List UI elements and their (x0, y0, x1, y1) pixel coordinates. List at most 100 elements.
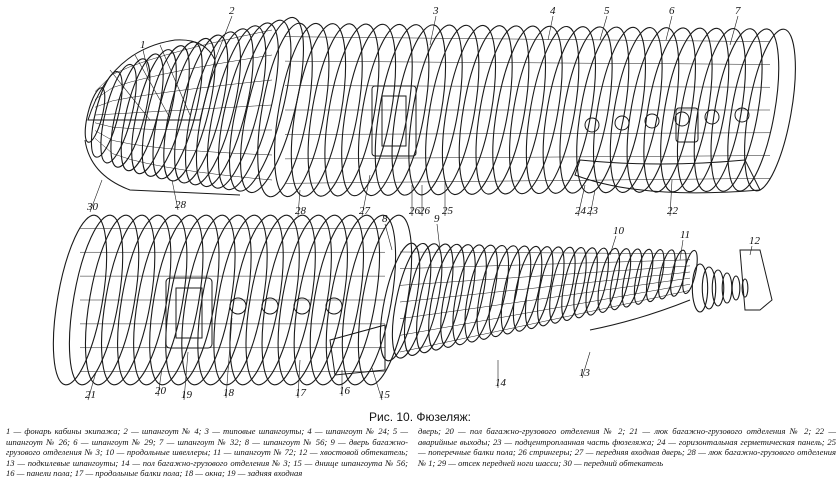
callout-leader (581, 351, 591, 379)
fuselage-frame (621, 248, 643, 308)
fuselage-frame (100, 63, 137, 164)
cockpit-canopy (87, 39, 216, 121)
fuselage-frame (576, 26, 630, 194)
fuselage-frame (512, 245, 543, 332)
fuselage-frame (458, 25, 513, 195)
callout-label-top-right: 7 (735, 5, 741, 17)
callout-leader (371, 367, 383, 401)
window (229, 297, 247, 315)
fuselage-stringer (94, 79, 273, 108)
callout-leader (225, 317, 233, 399)
fuselage-stringer (284, 178, 771, 184)
callout-leader (87, 371, 97, 401)
fuselage-frame (391, 242, 432, 359)
fuselage-stringer (399, 277, 691, 319)
nose-lower-line (84, 139, 241, 196)
rear-entry-door-window (175, 287, 203, 339)
callout-leader (384, 223, 393, 251)
fuselage-frame (206, 25, 267, 189)
callout-leader (214, 15, 233, 61)
fuselage-frame (290, 23, 347, 197)
fuselage-frame (633, 248, 654, 305)
emergency-exit (675, 107, 699, 143)
callout-label-top-right: 4 (550, 5, 556, 17)
callout-leader (183, 351, 189, 401)
callout-leader (669, 179, 673, 217)
fuselage-stringer (94, 54, 273, 100)
legend-left-column: 1 — фонарь кабины экипажа; 2 — шпангоут … (6, 426, 408, 479)
tail-fairing-frame (691, 263, 709, 313)
callout-label-bottom: 15 (379, 389, 391, 401)
fuselage-frame (597, 247, 621, 313)
callout-leader (589, 189, 596, 217)
frame-56-bottom (329, 324, 386, 376)
fuselage-frame (228, 19, 292, 192)
callout-label-top-right-bottom: 24 (575, 205, 587, 217)
fuselage-frame (660, 27, 713, 193)
callout-leader (599, 15, 608, 41)
fuselage-stringer (399, 271, 691, 303)
fuselage-frame (428, 243, 465, 351)
fuselage-frame (452, 244, 487, 346)
canopy-frame (109, 44, 191, 121)
tail-fairing-frame (701, 266, 717, 310)
fuselage-frame (325, 214, 381, 386)
figure-caption-title: Рис. 10. Фюзеляж: (368, 410, 472, 424)
callout-label-top-right-bottom: 28 (295, 205, 307, 217)
callout-label-bottom: 10 (613, 225, 625, 237)
fuselage-frame (561, 247, 587, 321)
fuselage-stringer (399, 290, 691, 353)
front-entry-door-window (381, 95, 407, 147)
fuselage-frame (549, 246, 576, 324)
fuselage-stringer (94, 130, 273, 156)
fuselage-frame (229, 214, 284, 386)
callout-label-top-right-bottom: 26 (409, 205, 421, 217)
fuselage-frame (573, 247, 598, 319)
callout-leader (171, 179, 179, 211)
fuselage-frame (165, 214, 220, 386)
fuselage-frame (682, 249, 698, 295)
callout-leader (436, 223, 441, 251)
fuselage-frame (416, 243, 454, 354)
callout-label-top-right-bottom: 25 (442, 205, 454, 217)
callout-leader (665, 15, 673, 41)
fuselage-frame (52, 214, 108, 386)
callout-label-bottom: 8 (382, 213, 388, 225)
callout-leader (429, 15, 437, 46)
callout-label-top-right-bottom: 23 (587, 205, 599, 217)
fuselage-frame (408, 24, 463, 196)
callout-label-top-right: 6 (669, 5, 675, 17)
window (674, 111, 690, 127)
callout-leader (749, 245, 753, 256)
callout-leader (89, 179, 103, 213)
callout-label-top-right-bottom: 27 (359, 205, 371, 217)
callout-label-bottom: 17 (295, 387, 307, 399)
fuselage-frame (643, 27, 696, 193)
callout-label-top-left: 30 (86, 201, 99, 213)
callout-label-bottom: 21 (85, 389, 96, 401)
front-entry-door (371, 85, 417, 157)
callout-label-top-left: 28 (175, 199, 187, 211)
callout-leader (609, 235, 617, 256)
callout-leader (157, 367, 163, 397)
fuselage-frame (257, 22, 313, 198)
tail-fairing-frame (731, 275, 741, 301)
callout-label-bottom: 14 (495, 377, 507, 389)
window (261, 297, 279, 315)
fuselage-frame (324, 23, 380, 197)
fuselage-frame (645, 249, 665, 303)
fuselage-frame (403, 243, 443, 356)
callout-leader (297, 189, 301, 217)
fuselage-frame (307, 23, 363, 197)
fuselage-frame (626, 27, 680, 193)
legend-right-column: дверь; 20 — пол багажно-грузового отделе… (418, 426, 836, 468)
callout-label-top-right: 3 (432, 5, 439, 17)
fuselage-stringer (94, 104, 273, 116)
fuselage-frame (341, 214, 397, 386)
window (325, 297, 343, 315)
rear-entry-door (165, 277, 213, 349)
window (614, 115, 630, 131)
callout-leader (142, 49, 151, 81)
callout-leader (577, 184, 586, 217)
fuselage-frame (658, 249, 676, 300)
